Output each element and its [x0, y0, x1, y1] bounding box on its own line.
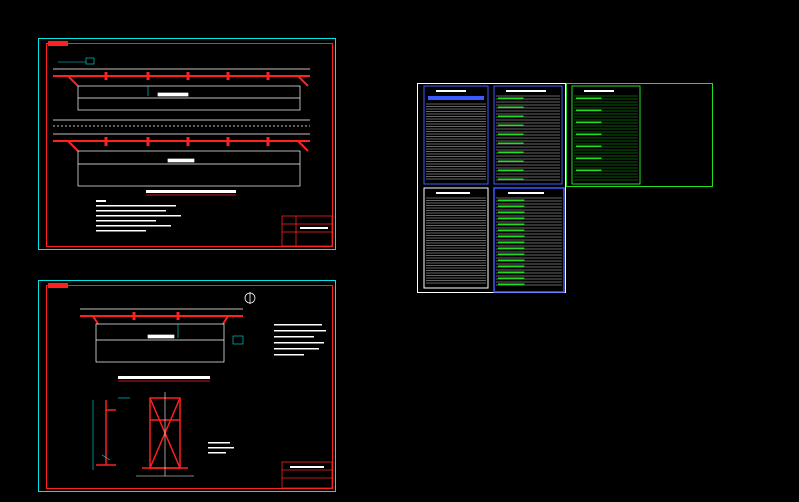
table-cell-highlight	[498, 217, 525, 219]
upper-elevation	[53, 72, 310, 87]
sheet-2-title-block	[281, 461, 333, 489]
upper-elevation-white	[53, 68, 310, 127]
drawing-sheet-2[interactable]	[38, 280, 336, 492]
table-cell-highlight	[498, 241, 525, 243]
table-5	[493, 187, 565, 293]
table-cell-highlight	[498, 160, 524, 162]
sheet-1-tag	[48, 41, 68, 46]
table-group-frame	[417, 83, 566, 293]
table-4-rows	[426, 197, 486, 284]
sheet-2-inner-frame	[46, 285, 333, 489]
table-cell-highlight	[498, 169, 524, 171]
sheet-1-canvas	[38, 38, 336, 250]
table-cell-highlight	[498, 124, 524, 126]
sheet-2-tag	[48, 283, 68, 288]
pier-detail-right-lines	[136, 392, 194, 477]
table-cell-highlight	[498, 235, 525, 237]
table-2	[493, 85, 563, 185]
sheet-2-elevation-white	[80, 308, 243, 363]
green-frame	[566, 83, 713, 187]
sheet-2-canvas	[38, 280, 336, 492]
table-cell-highlight	[576, 121, 602, 123]
table-cell-highlight	[498, 205, 525, 207]
table-cell-highlight	[576, 97, 602, 99]
sheet-2-elevation	[80, 312, 243, 325]
table-cell-highlight	[498, 259, 525, 261]
sheet-2-outer-frame	[38, 280, 336, 492]
sheet-1-notes	[96, 200, 181, 232]
table-cell-highlight	[498, 247, 525, 249]
table-cell-highlight	[498, 106, 524, 108]
table-cell-highlight	[498, 271, 525, 273]
pier-detail-left-dims	[92, 397, 130, 470]
table-cell-highlight	[498, 229, 525, 231]
lower-elevation-white	[53, 133, 310, 187]
sheet-2-title-bar	[118, 376, 210, 379]
table-cell-highlight	[498, 283, 525, 285]
table-2-rows	[496, 95, 560, 181]
table-cell-highlight	[498, 151, 524, 153]
table-4	[423, 187, 489, 289]
drawing-sheet-1[interactable]	[38, 38, 336, 250]
sheet-1-outer-frame	[38, 38, 336, 250]
sheet-2-annotations	[177, 324, 244, 345]
table-cell-highlight	[498, 211, 525, 213]
table-cell-highlight	[576, 109, 602, 111]
table-cell-highlight	[498, 178, 524, 180]
table-cell-highlight	[498, 277, 525, 279]
table-cell-highlight	[576, 145, 602, 147]
sheet-2-notes	[274, 324, 326, 356]
sheet-3-canvas	[417, 83, 713, 293]
table-cell-highlight	[576, 133, 602, 135]
table-1	[423, 85, 489, 185]
sheet-1-title-bar	[146, 190, 236, 193]
sheet-1-title-block	[281, 215, 333, 247]
sheet-1-inner-frame	[46, 43, 333, 247]
table-cell-highlight	[576, 157, 602, 159]
table-cell-highlight	[498, 199, 525, 201]
table-1-rows	[426, 103, 486, 180]
table-3-rows	[574, 95, 638, 181]
table-3	[571, 85, 641, 185]
circle-symbol-icon	[244, 292, 256, 304]
drawing-sheet-3[interactable]	[416, 82, 716, 294]
lower-elevation	[53, 137, 310, 152]
table-cell-highlight	[498, 133, 524, 135]
table-cell-highlight	[498, 97, 524, 99]
table-cell-highlight	[576, 169, 602, 171]
sheet-2-legend	[208, 442, 234, 454]
table-5-rows	[496, 197, 562, 286]
upper-annotations	[58, 57, 149, 96]
table-cell-highlight	[498, 265, 525, 267]
pier-detail-left	[96, 400, 116, 466]
table-cell-highlight	[498, 223, 525, 225]
table-cell-highlight	[498, 142, 524, 144]
table-cell-highlight	[498, 115, 524, 117]
table-cell-highlight	[498, 253, 525, 255]
